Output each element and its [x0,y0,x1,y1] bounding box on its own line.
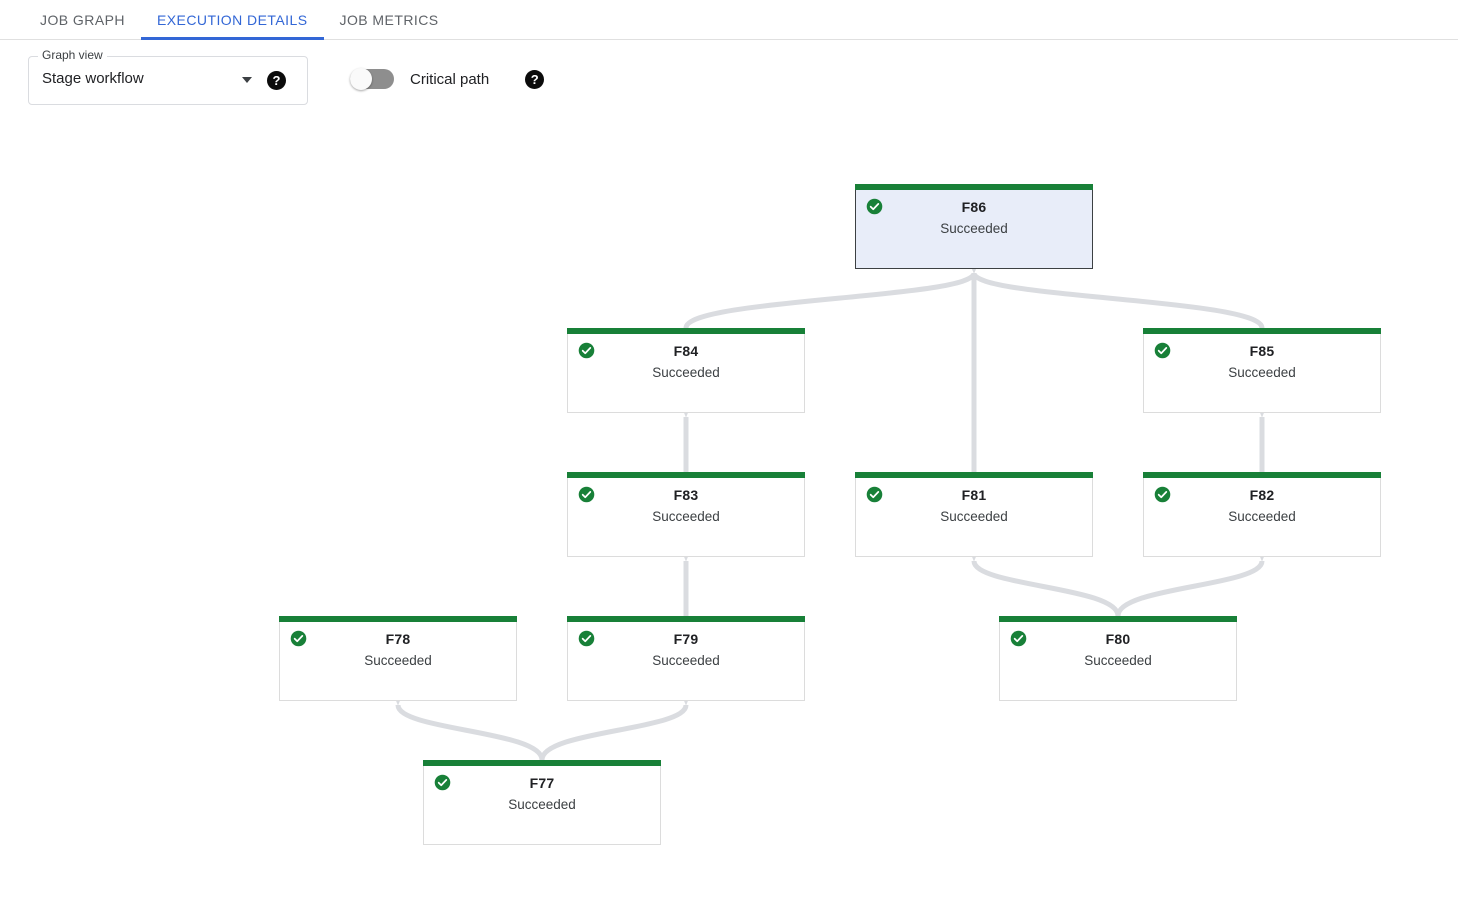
node-status: Succeeded [652,653,720,668]
node-status: Succeeded [940,221,1008,236]
node-title: F85 [1249,343,1275,359]
node-status-bar [567,616,805,622]
node-title: F84 [673,343,699,359]
tab-job-metrics[interactable]: JOB METRICS [324,0,455,39]
check-circle-icon [1010,630,1027,647]
check-circle-icon [1154,342,1171,359]
critical-path-help-icon[interactable]: ? [525,69,545,89]
graph-view-selected-value: Stage workflow [42,70,144,87]
node-status-bar [567,472,805,478]
tab-label: EXECUTION DETAILS [156,11,308,28]
node-title: F83 [673,487,699,503]
node-status-bar [423,760,661,766]
check-circle-icon [434,774,451,791]
check-circle-icon [578,630,595,647]
node-status: Succeeded [1228,509,1296,524]
graph-edge-f84-to-f86 [683,262,979,330]
graph-edge-f80-to-f81 [969,550,1121,617]
check-circle-icon [578,486,595,503]
tab-execution-details[interactable]: EXECUTION DETAILS [140,0,324,40]
tab-job-graph[interactable]: JOB GRAPH [24,0,141,39]
tab-label: JOB GRAPH [40,11,125,28]
node-title: F86 [961,199,987,215]
node-status-bar [999,616,1237,622]
node-title: F80 [1105,631,1131,647]
toggle-knob [350,68,372,90]
node-status-bar [1143,472,1381,478]
node-status-bar [279,616,517,622]
chevron-down-icon[interactable] [242,77,252,83]
node-status: Succeeded [652,509,720,524]
check-circle-icon [866,486,883,503]
tab-bar: JOB GRAPH EXECUTION DETAILS JOB METRICS [0,0,1458,40]
critical-path-label: Critical path [410,70,490,88]
node-status-bar [1143,328,1381,334]
node-status: Succeeded [364,653,432,668]
graph-edge-f77-to-f78 [393,694,545,761]
node-title: F82 [1249,487,1275,503]
node-status-bar [567,328,805,334]
node-status-bar [855,184,1093,190]
graph-view-help-icon[interactable]: ? [267,71,286,90]
check-circle-icon [578,342,595,359]
node-status-bar [855,472,1093,478]
node-title: F79 [673,631,699,647]
node-title: F77 [529,775,555,791]
check-circle-icon [290,630,307,647]
graph-edge-f85-to-f86 [969,262,1265,330]
graph-view-select-outline [28,56,308,105]
check-circle-icon [1154,486,1171,503]
node-status: Succeeded [1084,653,1152,668]
graph-view-select[interactable]: Graph view Stage workflow ? [28,48,308,105]
node-title: F78 [385,631,411,647]
critical-path-control: Critical path ? [350,68,545,90]
critical-path-toggle[interactable] [350,68,394,90]
tab-label: JOB METRICS [339,11,439,28]
graph-edge-f80-to-f82 [1115,550,1267,617]
node-status: Succeeded [1228,365,1296,380]
graph-toolbar: Graph view Stage workflow ? Critical pat… [0,40,1458,124]
check-circle-icon [866,198,883,215]
node-title: F81 [961,487,987,503]
graph-edge-f77-to-f79 [539,694,691,761]
node-status: Succeeded [508,797,576,812]
node-status: Succeeded [652,365,720,380]
node-status: Succeeded [940,509,1008,524]
graph-view-label: Graph view [38,48,107,62]
